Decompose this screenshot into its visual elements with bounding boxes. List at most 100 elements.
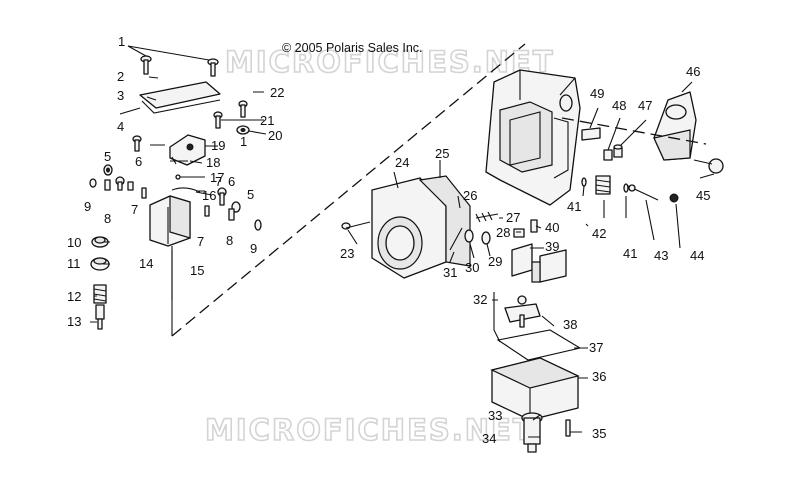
callout-41: 41 (567, 199, 581, 214)
callout-26: 26 (463, 188, 477, 203)
part-clip-41a (581, 177, 587, 187)
part-pin-7c (204, 205, 210, 217)
callout-27: 27 (506, 210, 520, 225)
callout-9: 9 (84, 199, 91, 214)
part-spring-27 (475, 211, 499, 223)
part-washer-7a (127, 181, 134, 191)
part-float-14 (149, 195, 191, 247)
callout-7: 7 (131, 202, 138, 217)
callout-3: 3 (117, 88, 124, 103)
part-float-bowl-36 (490, 357, 580, 421)
callout-46: 46 (686, 64, 700, 79)
part-cover-46 (653, 91, 697, 161)
callout-17: 17 (210, 170, 224, 185)
part-gasket-37 (496, 329, 582, 361)
callout-32: 32 (473, 292, 487, 307)
part-intake-boot-24 (371, 177, 447, 279)
callout-23: 23 (340, 246, 354, 261)
callout-43: 43 (654, 248, 668, 263)
part-screw-6a (115, 176, 125, 191)
copyright-notice: © 2005 Polaris Sales Inc. (282, 41, 423, 55)
callout-1: 1 (240, 134, 247, 149)
part-fitting-45 (693, 158, 724, 174)
part-oring-30 (464, 229, 474, 243)
callout-16: 16 (202, 188, 216, 203)
part-screw-23 (341, 221, 371, 230)
part-jet-8b (228, 208, 235, 221)
callout-8: 8 (104, 211, 111, 226)
callout-8: 8 (226, 233, 233, 248)
callout-11: 11 (67, 256, 81, 271)
callout-18: 18 (206, 155, 220, 170)
callout-35: 35 (592, 426, 606, 441)
part-jet-9b (254, 219, 262, 231)
part-spring-12 (93, 284, 107, 304)
callout-44: 44 (690, 248, 704, 263)
part-gasket-3 (141, 99, 221, 114)
callout-15: 15 (190, 263, 204, 278)
callout-29: 29 (488, 254, 502, 269)
callout-1: 1 (118, 34, 125, 49)
part-float-39 (511, 243, 567, 283)
callout-21: 21 (260, 113, 274, 128)
part-washer-20 (236, 125, 250, 135)
callout-38: 38 (563, 317, 577, 332)
callout-12: 12 (67, 289, 81, 304)
callout-24: 24 (395, 155, 409, 170)
part-clip-16 (171, 187, 201, 193)
callout-40: 40 (545, 220, 559, 235)
callout-10: 10 (67, 235, 81, 250)
callout-34: 34 (482, 431, 496, 446)
callout-31: 31 (443, 265, 457, 280)
callout-30: 30 (465, 260, 479, 275)
part-gasket-25 (418, 175, 471, 267)
part-screw-21 (213, 111, 223, 129)
part-screw-6b (217, 187, 227, 206)
part-screw-1a (140, 55, 152, 75)
part-screw-31 (449, 227, 463, 251)
part-jet-28 (513, 228, 525, 238)
part-line-32 (493, 292, 501, 343)
callout-6: 6 (135, 154, 142, 169)
part-screw-48 (603, 149, 613, 161)
callout-13: 13 (67, 314, 81, 329)
callout-33: 33 (488, 408, 502, 423)
callout-28: 28 (496, 225, 510, 240)
part-clip-18 (170, 156, 188, 165)
watermark-top: MICROFICHES.NET (225, 45, 555, 79)
callout-20: 20 (268, 128, 282, 143)
part-screw-4 (132, 135, 142, 152)
part-bracket-19 (169, 134, 206, 166)
callout-19: 19 (211, 138, 225, 153)
watermark-bottom: MICROFICHES.NET (205, 413, 535, 447)
part-screw-22 (238, 100, 248, 118)
part-adjuster-47 (613, 144, 623, 158)
part-oring-5a (103, 164, 113, 176)
callout-39: 39 (545, 239, 559, 254)
part-carb-body (485, 69, 581, 206)
callout-6: 6 (228, 174, 235, 189)
assembly-line (171, 43, 526, 337)
part-screw-35 (565, 419, 571, 437)
callout-4: 4 (117, 119, 124, 134)
callout-41: 41 (623, 246, 637, 261)
callout-42: 42 (592, 226, 606, 241)
part-needle-13 (95, 304, 105, 330)
alignment-line (561, 117, 707, 145)
part-screw-1b (207, 58, 219, 77)
part-oring-29 (481, 231, 491, 245)
callout-7: 7 (197, 234, 204, 249)
callout-9: 9 (250, 241, 257, 256)
callout-37: 37 (589, 340, 603, 355)
callout-7: 7 (215, 174, 222, 189)
callout-2: 2 (117, 69, 124, 84)
part-jet-8a (104, 179, 111, 191)
part-cap-10 (91, 236, 109, 248)
callout-47: 47 (638, 98, 652, 113)
part-spring-42 (595, 175, 611, 195)
callout-25: 25 (435, 146, 449, 161)
part-fitting-49 (581, 127, 601, 141)
